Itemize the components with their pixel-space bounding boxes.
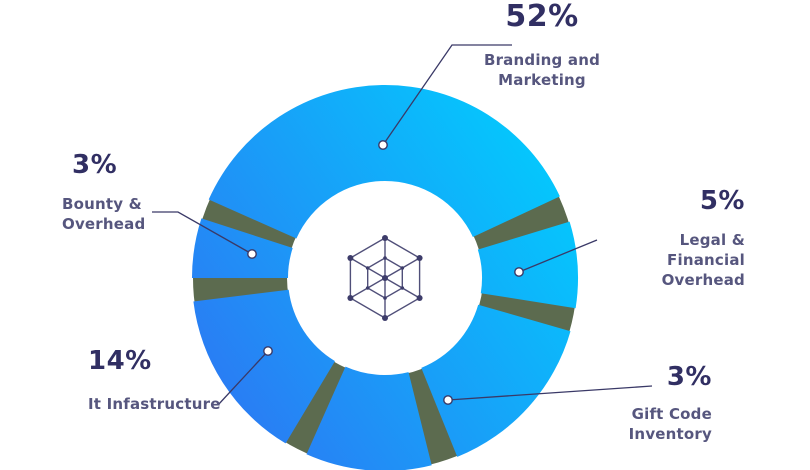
label-infrastructure-line1: It Infastructure: [88, 395, 221, 413]
slice-branding[interactable]: [208, 85, 560, 239]
label-branding-line2: Marketing: [498, 71, 586, 89]
label-bounty-line1: Bounty &: [62, 195, 142, 213]
leader-dot-bounty: [247, 249, 257, 259]
network-node-dot: [347, 255, 354, 261]
network-node-dot: [365, 286, 370, 290]
leader-dot-branding: [378, 140, 388, 150]
donut-slices: [191, 85, 578, 470]
network-node-dot: [383, 256, 387, 260]
slice-legal[interactable]: [477, 221, 578, 309]
label-branding-line1: Branding and: [483, 51, 601, 69]
leader-line-bounty: [152, 211, 253, 255]
label-gift: Gift Code Inventory: [566, 404, 712, 444]
network-node-dot: [365, 266, 370, 270]
slice-gift[interactable]: [421, 304, 571, 457]
percent-legal: 5%: [699, 186, 745, 216]
network-node-dot: [400, 286, 405, 290]
label-branding: Branding and Marketing: [476, 50, 608, 90]
percent-infrastructure: 14%: [88, 346, 152, 376]
slice-unlabeled[interactable]: [306, 366, 432, 470]
leader-dot-infrastructure: [263, 346, 273, 356]
network-node-dot: [416, 295, 423, 301]
leader-lines: [152, 44, 653, 406]
network-node-dot: [400, 266, 405, 270]
label-bounty: Bounty & Overhead: [62, 194, 192, 234]
leader-dot-legal: [514, 267, 524, 277]
percent-bounty: 3%: [72, 150, 118, 180]
callout-gift: 3% Gift Code Inventory: [566, 364, 712, 444]
leader-line-gift: [447, 385, 653, 401]
network-node-dot: [383, 296, 387, 300]
label-gift-line1: Gift Code: [631, 405, 712, 423]
callout-branding: 52% Branding and Marketing: [476, 2, 608, 90]
callout-infrastructure: 14% It Infastructure: [88, 348, 268, 414]
slice-infrastructure[interactable]: [193, 289, 335, 444]
label-bounty-line2: Overhead: [62, 215, 146, 233]
leader-line-legal: [518, 239, 598, 273]
network-web-icon: [347, 235, 423, 321]
leader-dot-gift: [443, 395, 453, 405]
label-gift-line2: Inventory: [628, 425, 712, 443]
network-node-dot: [382, 235, 388, 241]
network-node-dot: [382, 315, 388, 321]
label-infrastructure: It Infastructure: [88, 394, 268, 414]
percent-branding: 52%: [505, 0, 579, 34]
network-center-dot: [382, 275, 388, 281]
callout-bounty: 3% Bounty & Overhead: [62, 152, 192, 234]
label-legal-line2: Overhead: [661, 271, 745, 289]
callout-legal: 5% Legal & Financial Overhead: [597, 188, 745, 290]
label-legal: Legal & Financial Overhead: [597, 230, 745, 290]
leader-line-infrastructure: [217, 350, 269, 406]
percent-gift: 3%: [666, 362, 712, 392]
label-legal-line1: Legal & Financial: [667, 231, 745, 269]
leader-line-branding: [382, 44, 512, 146]
network-node-dot: [416, 255, 423, 261]
network-node-dot: [347, 295, 354, 301]
